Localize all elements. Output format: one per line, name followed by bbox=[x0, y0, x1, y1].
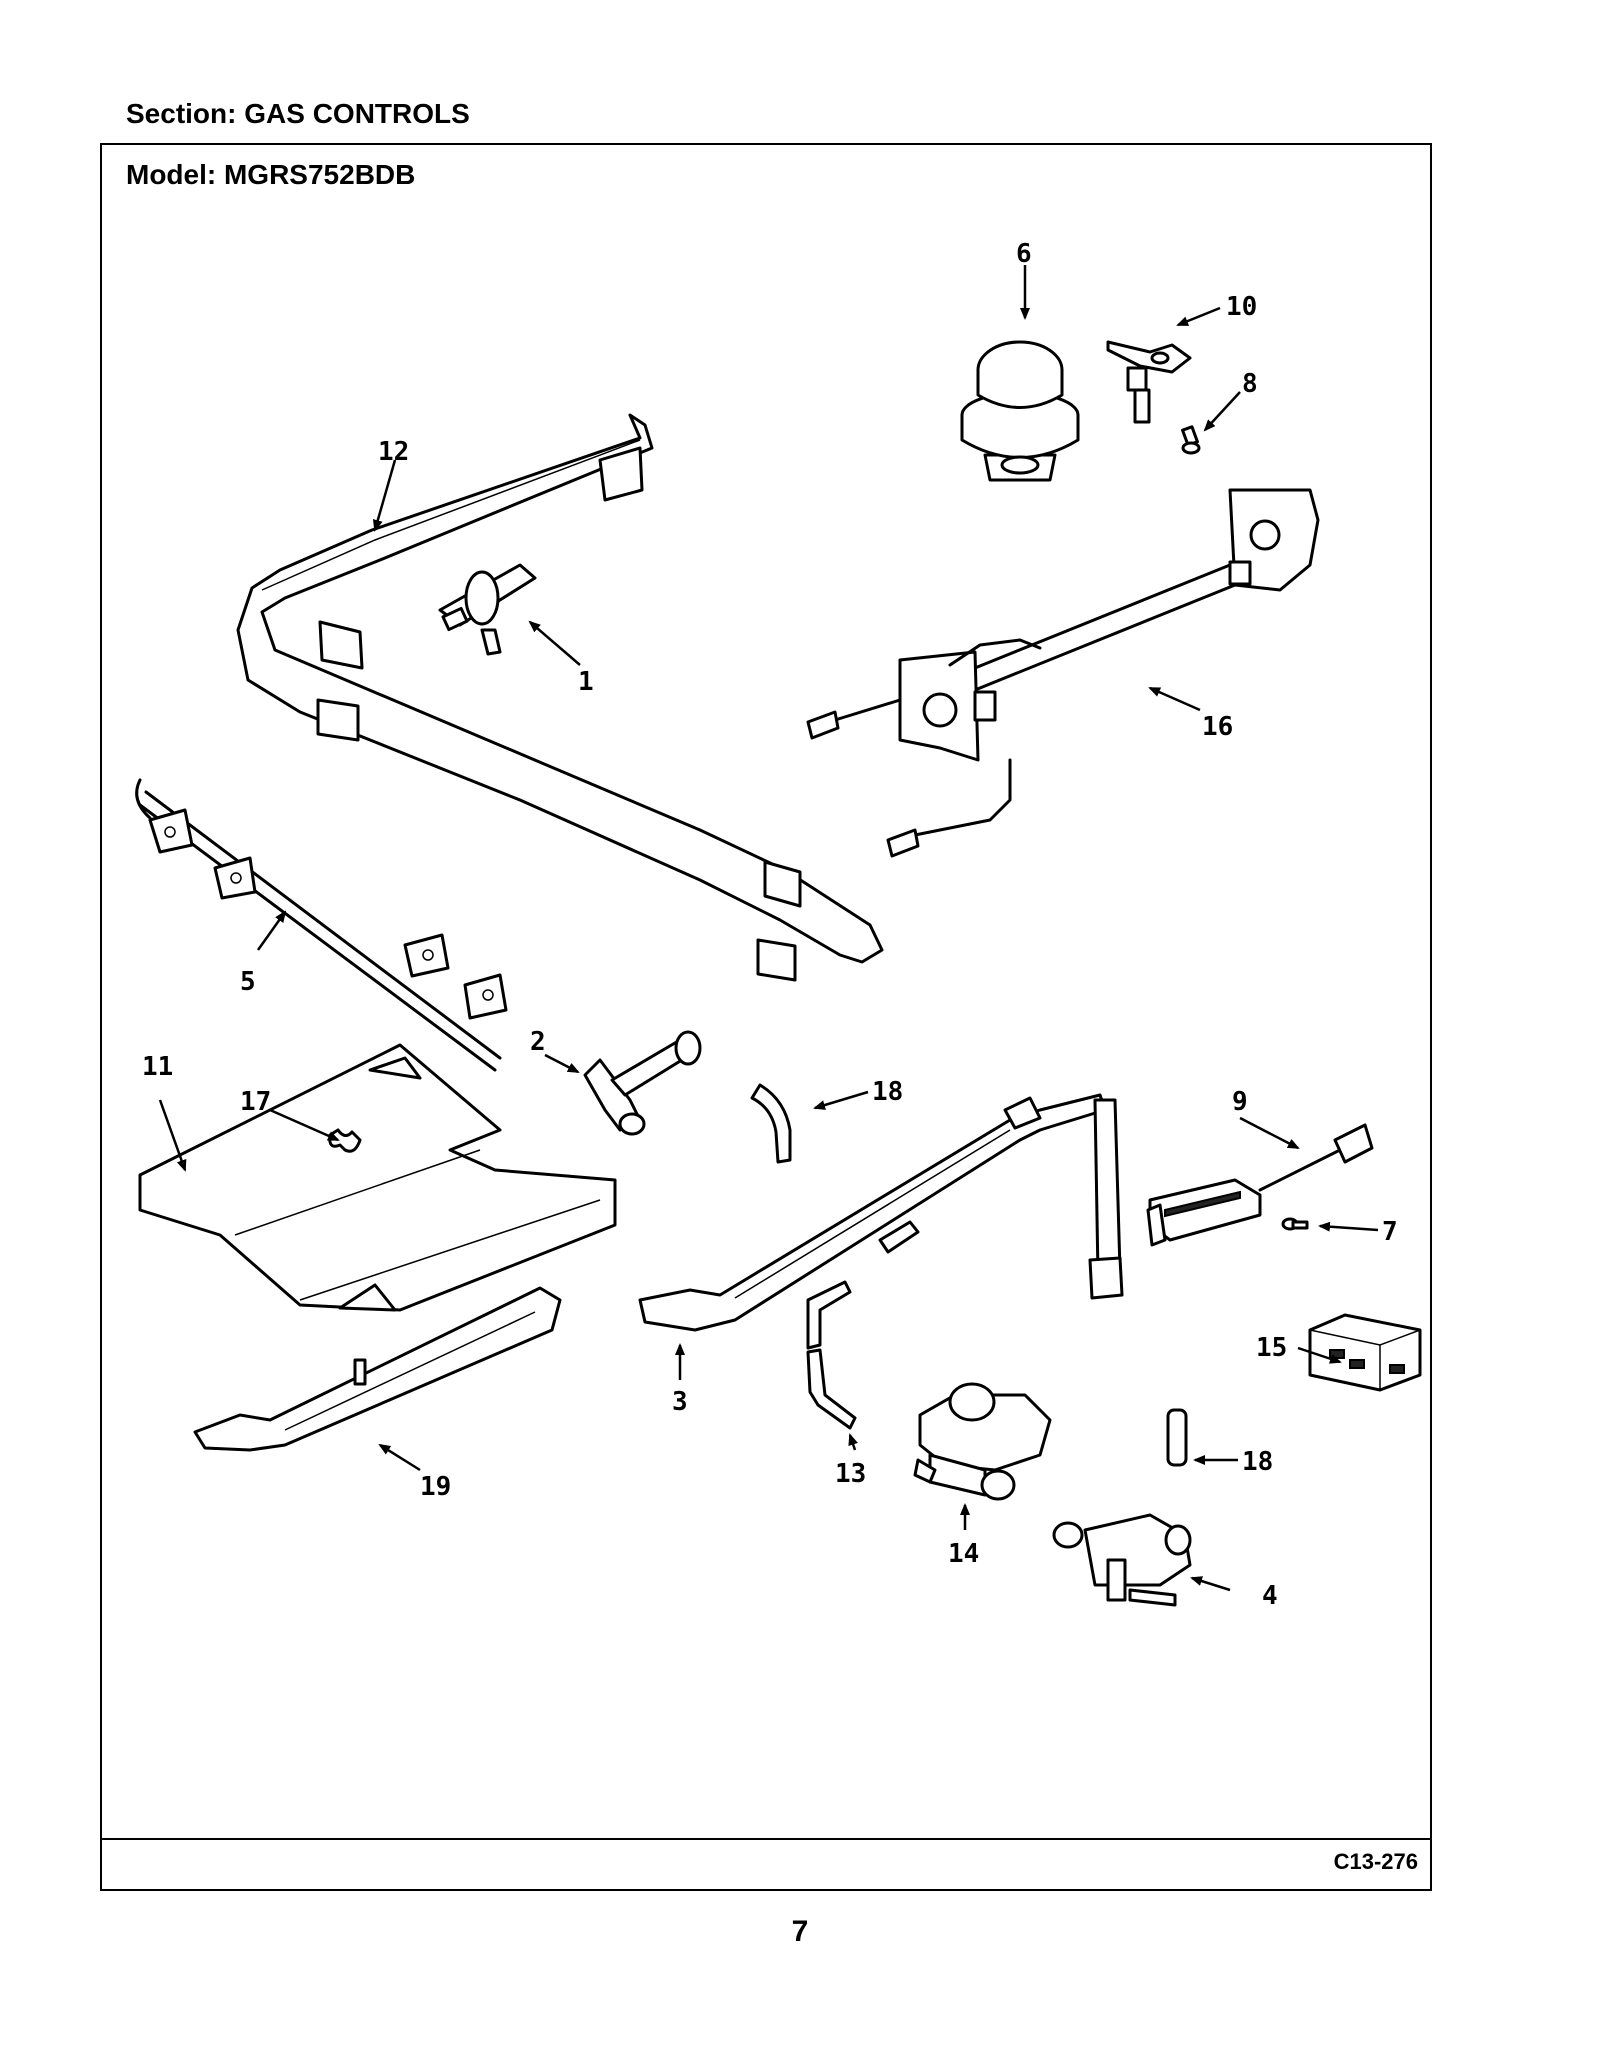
part-8-screw bbox=[1181, 425, 1201, 455]
callout-1: 1 bbox=[578, 667, 594, 697]
callout-14: 14 bbox=[948, 1539, 979, 1569]
callout-11: 11 bbox=[142, 1052, 173, 1082]
part-13-tubes bbox=[806, 1220, 920, 1430]
part-16-burner-bracket bbox=[806, 488, 1320, 858]
callout-19: 19 bbox=[420, 1472, 451, 1502]
callout-12: 12 bbox=[378, 437, 409, 467]
part-14-pressure-regulator bbox=[913, 1382, 1052, 1501]
part-9-igniter bbox=[1146, 1123, 1374, 1247]
figure-code: C13-276 bbox=[1333, 1849, 1418, 1874]
callout-8: 8 bbox=[1242, 369, 1258, 399]
model-title: Model: MGRS752BDB bbox=[126, 159, 416, 190]
page-number: 7 bbox=[791, 1915, 809, 1948]
part-12-manifold-pipe bbox=[236, 413, 884, 982]
footer-divider bbox=[102, 1838, 1430, 1840]
callout-4: 4 bbox=[1262, 1581, 1278, 1611]
callout-16: 16 bbox=[1202, 712, 1233, 742]
part-6-surface-burner bbox=[960, 340, 1080, 482]
callout-18a: 18 bbox=[872, 1077, 903, 1107]
part-11-heat-shield bbox=[138, 1043, 617, 1312]
part-1-burner-valve bbox=[438, 563, 537, 656]
part-10-igniter-bracket bbox=[1106, 340, 1192, 424]
diagram-frame: Model: MGRS752BDB C13-276 bbox=[100, 143, 1432, 1891]
callout-5: 5 bbox=[240, 967, 256, 997]
part-18-tube-upper bbox=[750, 1083, 792, 1164]
part-18-tube-lower bbox=[1166, 1408, 1188, 1467]
part-3-bake-burner bbox=[638, 1093, 1124, 1332]
callout-15: 15 bbox=[1256, 1333, 1287, 1363]
callout-3: 3 bbox=[672, 1387, 688, 1417]
part-7-screw bbox=[1281, 1217, 1309, 1231]
callout-17: 17 bbox=[240, 1087, 271, 1117]
part-15-spark-module bbox=[1308, 1313, 1422, 1392]
part-5-igniter-switch-assembly bbox=[135, 778, 508, 1072]
callout-10: 10 bbox=[1226, 292, 1257, 322]
part-2-orifice-hood bbox=[583, 1030, 702, 1136]
callout-7: 7 bbox=[1382, 1217, 1398, 1247]
part-4-safety-valve bbox=[1052, 1513, 1192, 1607]
callout-13: 13 bbox=[835, 1459, 866, 1489]
callout-labels: 1 2 3 4 5 6 7 8 9 10 11 12 13 14 15 16 1… bbox=[142, 239, 1398, 1611]
callout-2: 2 bbox=[530, 1027, 546, 1057]
callout-18b: 18 bbox=[1242, 1447, 1273, 1477]
section-title: Section: GAS CONTROLS bbox=[126, 98, 470, 129]
part-19-oven-burner bbox=[193, 1286, 562, 1452]
callout-9: 9 bbox=[1232, 1087, 1248, 1117]
callout-6: 6 bbox=[1016, 239, 1032, 269]
callout-leaders bbox=[158, 265, 1379, 1592]
